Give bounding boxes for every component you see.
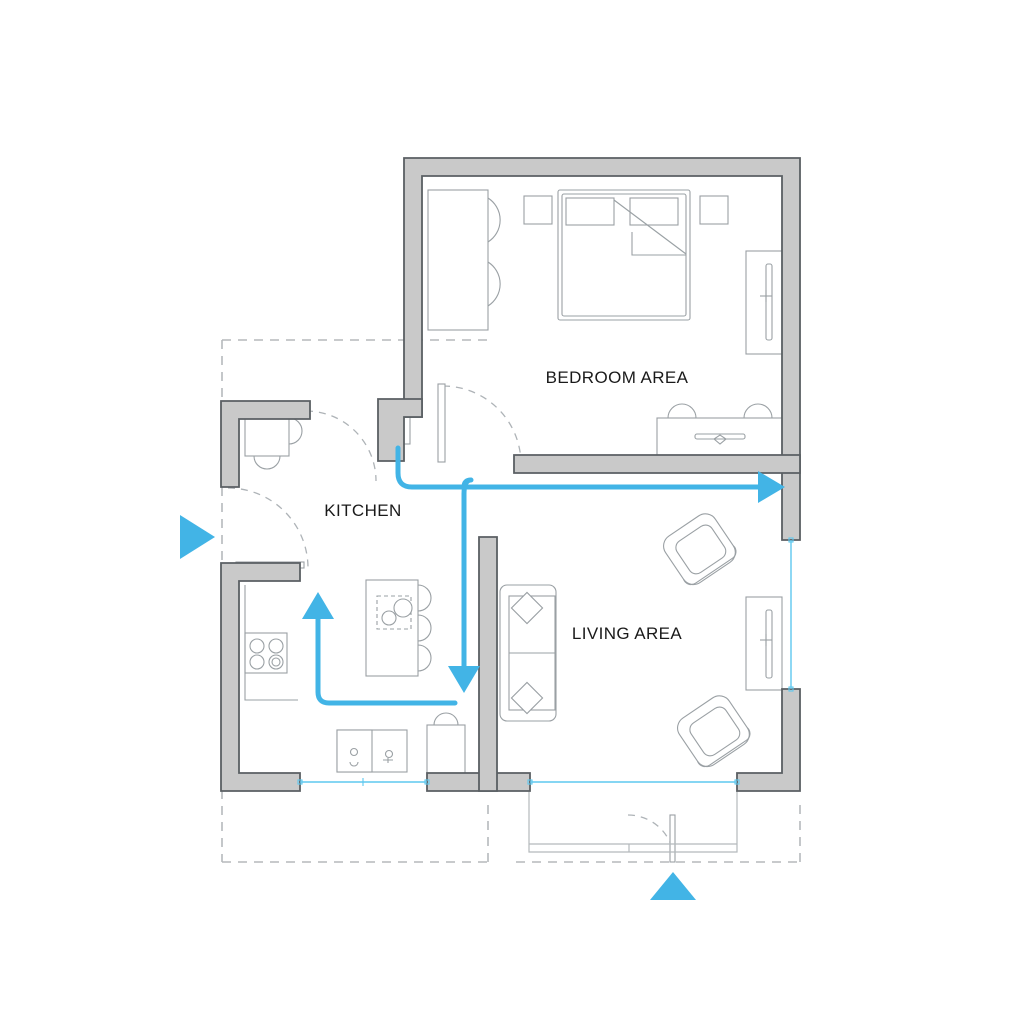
kitchen-arc-1 — [305, 410, 377, 482]
double-bed-icon — [557, 189, 691, 321]
nightstand-left-icon — [523, 195, 553, 225]
armchair-bottom-icon — [677, 695, 751, 768]
walls — [220, 157, 801, 792]
corner-counter-icon — [244, 411, 303, 470]
door-swing-arcs — [227, 385, 675, 862]
room-label-bedroom: BEDROOM AREA — [546, 368, 689, 387]
left-counter-outline — [244, 585, 298, 701]
bedroom-door-leaf — [437, 383, 446, 463]
bedroom-door-arc — [442, 385, 522, 465]
wall-living-divider — [478, 536, 498, 792]
wall-living-corner — [736, 688, 801, 792]
cooktop-icon — [244, 632, 288, 674]
kitchen-arc-2 — [227, 487, 309, 569]
entry-door-arc — [627, 814, 675, 862]
entry-direction-markers — [180, 515, 696, 900]
media-cabinet-icon — [745, 596, 783, 691]
wardrobe-icon — [427, 189, 501, 331]
armchair-top-icon — [663, 513, 737, 586]
dining-table-icon — [365, 579, 432, 677]
dashed-site-boundary — [221, 339, 801, 863]
entry-marker-left-icon — [180, 515, 215, 559]
bedroom-furniture — [427, 189, 784, 457]
flow-path-to-bedroom — [395, 445, 785, 503]
flow-path-to-kitchen — [301, 592, 458, 706]
dresser-with-tv-icon — [656, 403, 784, 457]
entry-vestibule — [528, 790, 738, 853]
room-label-living: LIVING AREA — [572, 624, 682, 643]
circulation-flow — [301, 445, 785, 706]
entry-marker-bottom-icon — [650, 872, 696, 900]
wall-kitchen-lower — [220, 562, 301, 792]
room-label-kitchen: KITCHEN — [324, 501, 401, 520]
nightstand-right-icon — [699, 195, 729, 225]
entry-door-leaf — [669, 814, 676, 863]
tall-cabinet-icon — [745, 250, 783, 355]
flow-path-to-living — [448, 477, 481, 693]
sofa-icon — [499, 584, 557, 722]
double-sink-icon — [336, 729, 408, 773]
wall-kitchen-upper — [220, 400, 311, 488]
kitchen-furniture — [244, 411, 466, 774]
wall-bedroom-lower-left — [377, 398, 423, 462]
wall-bedroom-bottom — [513, 454, 801, 474]
base-cabinet-icon — [426, 712, 466, 774]
living-furniture — [499, 513, 783, 768]
windows — [297, 537, 794, 786]
